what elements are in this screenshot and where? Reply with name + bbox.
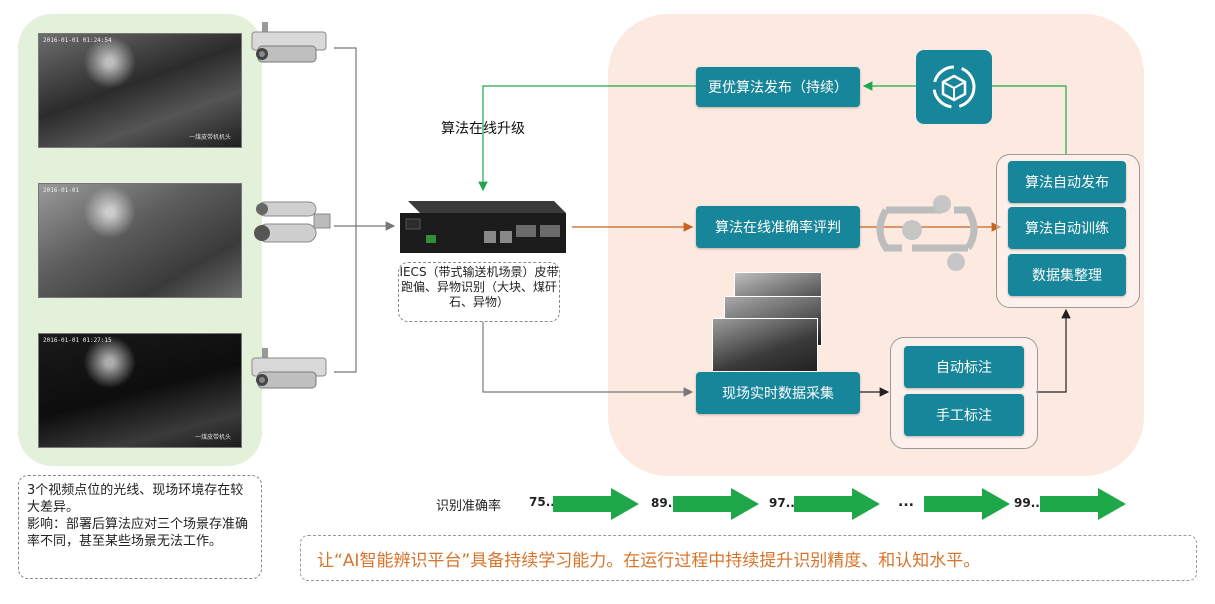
green-arrow-icon [1040,488,1126,520]
accuracy-value: 75.. [529,495,555,509]
algorithm-package-icon [916,50,992,124]
slogan-box: 让“AI智能辨识平台”具备持续学习能力。在运行过程中持续提升识别精度、和认知水平… [300,535,1197,581]
accuracy-value: 89.. [651,496,677,510]
sample-image-stack-3 [712,318,818,372]
edge-device-icon [400,201,566,253]
green-arrow-icon [673,488,759,520]
dataset-box: 数据集整理 [1008,254,1126,296]
camera-photo-3: 2016-01-01 01:27:15 一煤皮带机头 [38,333,242,448]
green-arrow-icon [924,488,1010,520]
accuracy-value: 99.. [1014,496,1040,510]
accuracy-eval-box: 算法在线准确率评判 [696,206,860,248]
device-description: IECS（带式输送机场景）皮带跑偏、异物识别（大块、煤矸石、异物） [398,262,560,322]
accuracy-value: ... [898,494,914,510]
publish-better-algorithm-box: 更优算法发布（持续） [696,67,860,107]
auto-label-box: 自动标注 [904,346,1024,388]
manual-label-box: 手工标注 [904,394,1024,436]
green-arrow-icon [553,488,639,520]
auto-train-box: 算法自动训练 [1008,207,1126,249]
scene-difference-note: 3个视频点位的光线、现场环境存在较大差异。 影响：部署后算法应对三个场景存准确率… [18,475,262,579]
bullet-camera-icon [254,201,331,243]
green-arrow-icon [794,488,880,520]
camera-photo-2: 2016-01-01 [38,183,242,298]
camera-photo-1: 2016-01-01 01:24:54 一煤皮带机机头 [38,33,242,148]
cycle-process-icon [876,195,978,271]
box-camera-icon [251,22,327,63]
box-camera-icon [251,348,327,389]
accuracy-value: 97.. [769,496,795,510]
upgrade-label: 算法在线升级 [441,121,525,137]
auto-publish-box: 算法自动发布 [1008,161,1126,203]
slogan-text: 让“AI智能辨识平台”具备持续学习能力。在运行过程中持续提升识别精度、和认知水平… [317,550,981,571]
data-collect-box: 现场实时数据采集 [696,372,860,414]
accuracy-label: 识别准确率 [436,499,502,514]
